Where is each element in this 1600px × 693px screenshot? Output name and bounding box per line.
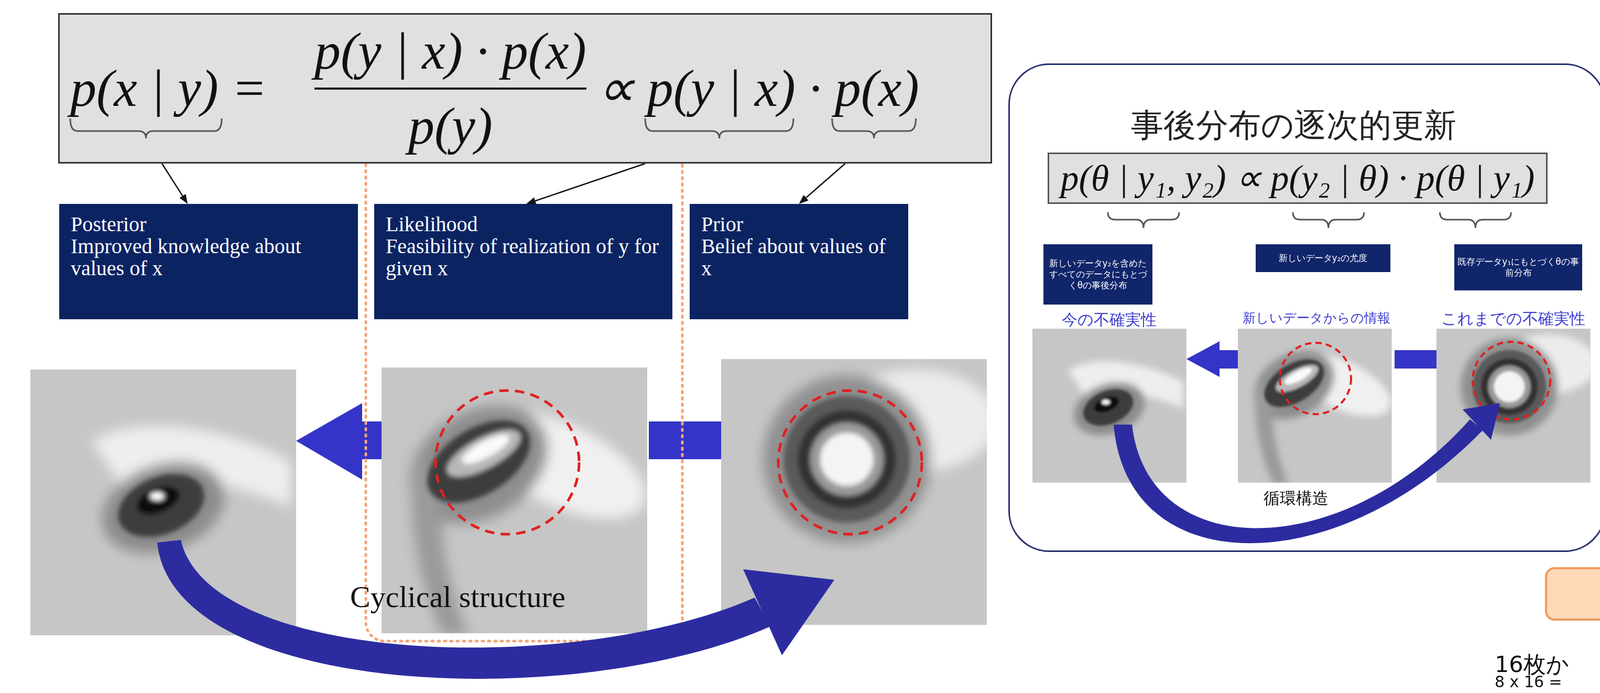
fraction-line xyxy=(314,87,587,90)
formula-box: p(x | y) = p(y | x) · p(x) p(y) ∝ p(y | x) … xyxy=(58,13,993,164)
prior-image xyxy=(1436,328,1597,483)
flow-arrow xyxy=(648,421,722,460)
panel: 事後分布の逐次的更新 p(θ | y₁, y₂) ∝ p(y₂ | θ) · p(… xyxy=(1008,63,1600,552)
cycle-arrow xyxy=(1462,403,1500,440)
box-body: Feasibility of realization of y for give… xyxy=(385,235,661,280)
formula-slot: p(x | y) = xyxy=(70,58,304,119)
formula-denominator: p(y) xyxy=(408,95,493,157)
formula-text: p(θ | y₁, y₂) ∝ p(y₂ | θ) · p(θ | y₁) xyxy=(1060,157,1536,200)
brace xyxy=(1439,212,1511,228)
connector xyxy=(799,163,846,204)
definition-box: PosteriorImproved knowledge about values… xyxy=(59,203,358,320)
definition-box: 新しいデータy₂の尤度 xyxy=(1255,244,1391,272)
caption-text: 循環構造 xyxy=(1263,488,1329,507)
brace xyxy=(832,118,917,139)
caption-text: Cyclical structure xyxy=(350,580,566,614)
highlight-circle xyxy=(1279,342,1352,415)
cycle-arrow xyxy=(157,539,771,679)
box-heading: Posterior xyxy=(70,213,347,236)
fraction: p(y | x) · p(x) p(y) xyxy=(303,20,597,157)
formula-slot: ∝ p(y | x) · p(x) xyxy=(596,58,920,119)
posterior-image xyxy=(1032,328,1187,483)
arrowhead xyxy=(526,197,537,205)
cycle-arrow xyxy=(743,569,835,656)
caption-text: これまでの不確実性 xyxy=(1441,309,1586,328)
cycle-arrow xyxy=(1113,419,1484,543)
definition-box: 新しいデータy₂を含めたすべてのデータにもとづくθの事後分布 xyxy=(1043,244,1153,305)
brace xyxy=(1107,212,1180,228)
likelihood-image xyxy=(1237,328,1400,484)
connector xyxy=(161,163,188,204)
connector-line xyxy=(161,163,183,197)
box-text: 新しいデータy₂の尤度 xyxy=(1278,252,1368,264)
panel-title: 事後分布の逐次的更新 xyxy=(1009,107,1577,144)
box-heading: Prior xyxy=(701,213,897,236)
flow-arrow xyxy=(1394,350,1437,369)
brace xyxy=(645,118,794,139)
formula-numerator: p(y | x) · p(x) xyxy=(314,20,587,82)
brace xyxy=(70,118,222,139)
arrowhead xyxy=(179,193,189,204)
formula-text: ∝ p(y | x) · p(x) xyxy=(596,59,920,118)
definition-box: LikelihoodFeasibility of realization of … xyxy=(374,203,673,320)
box-text: 新しいデータy₂を含めたすべてのデータにもとづくθの事後分布 xyxy=(1046,257,1150,292)
highlight-circle xyxy=(435,390,580,535)
flow-arrow xyxy=(1218,350,1239,369)
definition-box: 既存データy₁にもとづくθの事前分布 xyxy=(1454,244,1583,291)
caption-text: 今の不確実性 xyxy=(1061,310,1157,329)
connector xyxy=(526,163,646,205)
formula-text: p(x | y) = xyxy=(70,59,267,118)
brace xyxy=(1292,212,1365,228)
connector-line xyxy=(535,163,646,201)
highlight-circle xyxy=(778,390,922,535)
flow-arrow xyxy=(296,403,363,480)
connector-line xyxy=(806,163,846,198)
box-text: 既存データy₁にもとづくθの事前分布 xyxy=(1457,256,1580,279)
formula-box: p(θ | y₁, y₂) ∝ p(y₂ | θ) · p(θ | y₁) xyxy=(1047,152,1548,204)
flow-arrow xyxy=(1186,341,1220,377)
note-text: 8 x 16 = xyxy=(1494,672,1563,691)
note-box xyxy=(1546,568,1600,620)
box-body: Belief about values of x xyxy=(701,235,897,280)
box-body: Improved knowledge about values of x xyxy=(70,235,347,280)
box-heading: Likelihood xyxy=(385,213,661,236)
caption-text: 新しいデータからの情報 xyxy=(1242,310,1391,326)
posterior-image xyxy=(30,369,297,636)
definition-box: PriorBelief about values of x xyxy=(689,203,909,320)
group-outline xyxy=(365,102,683,641)
cycle-arrow xyxy=(157,403,1500,679)
